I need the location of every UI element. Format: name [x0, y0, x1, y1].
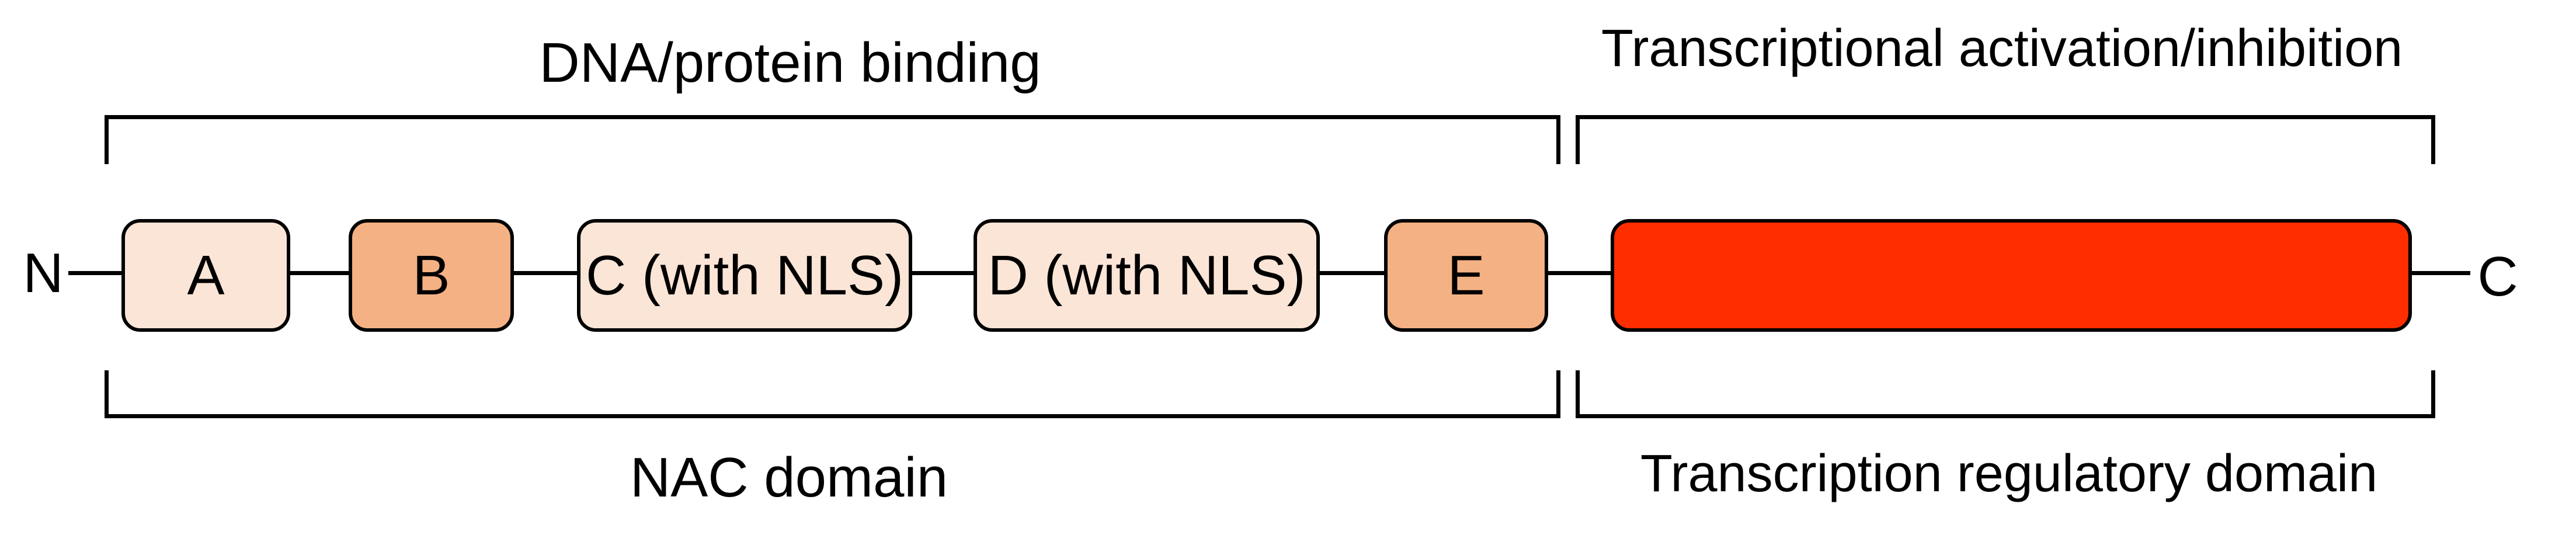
domain-box-a: A — [121, 219, 290, 332]
domain-box-label: D (with NLS) — [988, 244, 1306, 307]
domain-box-transcription-regulatory — [1611, 219, 2412, 332]
domain-box-label: E — [1447, 244, 1485, 307]
bracket-top-transcriptional-activation — [1576, 115, 2435, 164]
domain-box-b: B — [349, 219, 514, 332]
domain-box-label: A — [187, 244, 225, 307]
label-dna-protein-binding: DNA/protein binding — [539, 32, 1041, 94]
bracket-bottom-transcription-regulatory — [1576, 370, 2435, 418]
domain-box-d-with-nls: D (with NLS) — [974, 219, 1320, 332]
label-transcriptional-activation-inhibition: Transcriptional activation/inhibition — [1601, 19, 2403, 78]
n-terminus-label: N — [23, 242, 64, 304]
domain-box-e: E — [1384, 219, 1548, 332]
label-transcription-regulatory-domain: Transcription regulatory domain — [1640, 445, 2378, 503]
domain-box-label: B — [412, 244, 450, 307]
label-nac-domain: NAC domain — [630, 446, 948, 509]
bracket-bottom-nac-domain — [105, 370, 1560, 418]
bracket-top-dna-protein-binding — [105, 115, 1560, 164]
domain-box-c-with-nls: C (with NLS) — [577, 219, 912, 332]
c-terminus-label: C — [2477, 245, 2518, 308]
domain-box-label: C (with NLS) — [585, 244, 904, 307]
